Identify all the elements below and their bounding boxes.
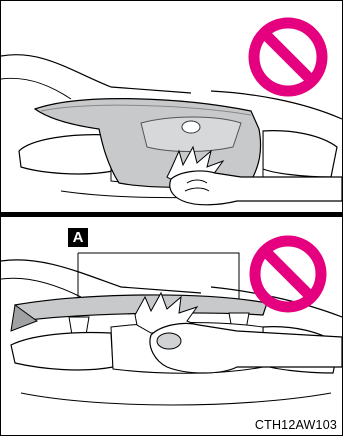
- panel-trunk-lid-warning: [1, 1, 342, 212]
- spoiler-illustration: [1, 217, 342, 435]
- trunk-lid-illustration: [1, 1, 342, 212]
- prohibition-icon: [254, 23, 322, 91]
- panel-spoiler-warning: A CTH12AW103: [1, 217, 342, 435]
- prohibition-icon: [255, 241, 321, 307]
- figure-code: CTH12AW103: [253, 418, 339, 432]
- callout-label: A: [68, 228, 88, 247]
